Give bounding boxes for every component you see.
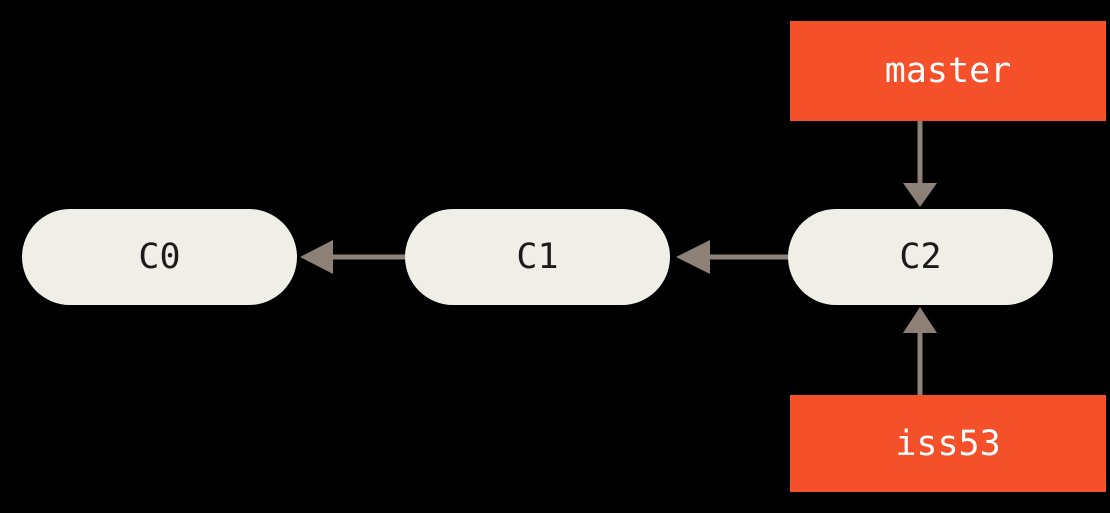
branch-box-master[interactable] [790, 21, 1106, 121]
edge-c2-to-c1 [676, 240, 788, 274]
commit-node-c2[interactable] [788, 209, 1053, 305]
branch-box-iss53[interactable] [790, 395, 1106, 492]
edge-c1-to-c0 [300, 240, 405, 274]
edge-iss53-to-c2 [903, 307, 937, 395]
commit-node-c0[interactable] [22, 209, 297, 305]
edge-master-to-c2 [903, 121, 937, 207]
commit-node-c1[interactable] [405, 209, 670, 305]
